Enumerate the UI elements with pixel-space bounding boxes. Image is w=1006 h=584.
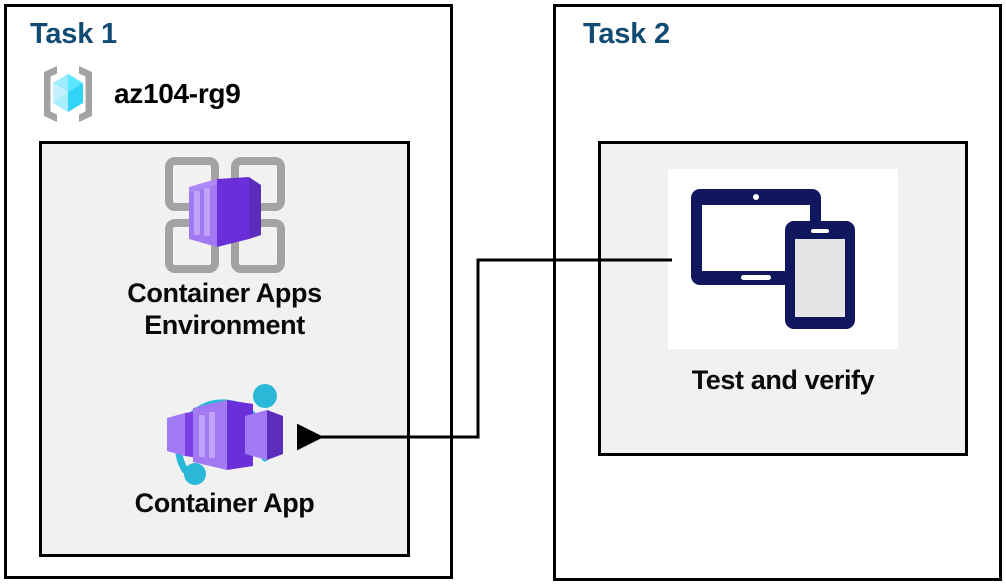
resource-group-name: az104-rg9: [114, 78, 241, 109]
container-apps-environment-icon: [39, 152, 410, 278]
test-and-verify-devices-icon: [668, 169, 898, 349]
task-2-heading: Task 2: [583, 18, 670, 50]
node-label-container-app: Container App: [134, 488, 315, 518]
node-container-apps-environment: Container Apps Environment: [39, 152, 410, 341]
node-container-app: Container App: [39, 372, 410, 520]
container-app-icon: [39, 372, 410, 488]
node-label-container-apps-environment: Container Apps Environment: [127, 278, 322, 340]
node-label-test-and-verify: Test and verify: [691, 365, 875, 395]
resource-group-icon: [36, 62, 100, 126]
node-test-and-verify: Test and verify: [598, 162, 968, 397]
resource-group-row: az104-rg9: [36, 62, 241, 126]
task-1-heading: Task 1: [30, 18, 117, 50]
